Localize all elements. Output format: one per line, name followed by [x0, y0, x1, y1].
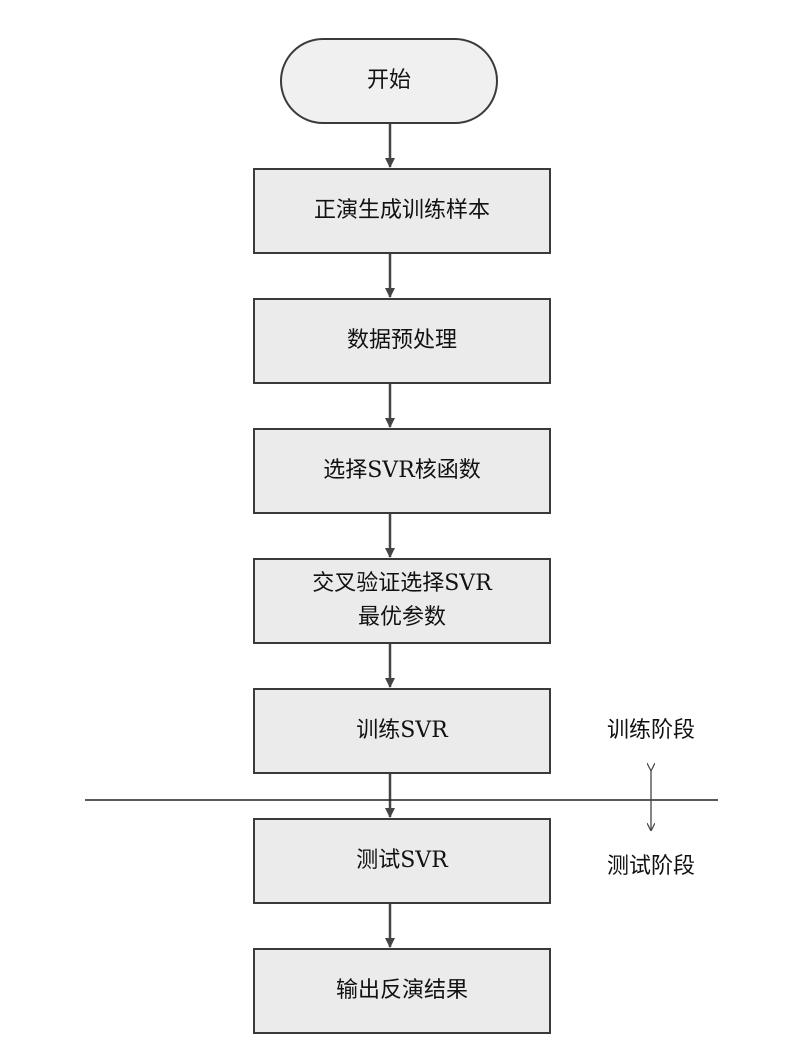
step-select-kernel-label: 选择SVR核函数	[323, 458, 481, 483]
step-test-svr: 测试SVR	[253, 818, 551, 904]
stage-label-test: 测试阶段	[606, 854, 695, 879]
step-generate-samples-label: 正演生成训练样本	[313, 198, 490, 223]
step-cross-validation: 交叉验证选择SVR 最优参数	[253, 558, 551, 644]
step-select-kernel: 选择SVR核函数	[253, 428, 551, 514]
step-cross-validation-label: 交叉验证选择SVR 最优参数	[312, 571, 492, 630]
stage-label-train: 训练阶段	[606, 718, 695, 743]
step-train-svr-label: 训练SVR	[356, 718, 448, 743]
step-test-svr-label: 测试SVR	[356, 848, 448, 873]
start-label: 开始	[366, 68, 411, 93]
step-train-svr: 训练SVR	[253, 688, 551, 774]
step-output-result: 输出反演结果	[253, 948, 551, 1034]
step-output-result-label: 输出反演结果	[335, 978, 468, 1003]
step-preprocess-label: 数据预处理	[346, 328, 457, 353]
step-generate-samples: 正演生成训练样本	[253, 168, 551, 254]
start-terminal: 开始	[280, 38, 498, 124]
step-preprocess: 数据预处理	[253, 298, 551, 384]
